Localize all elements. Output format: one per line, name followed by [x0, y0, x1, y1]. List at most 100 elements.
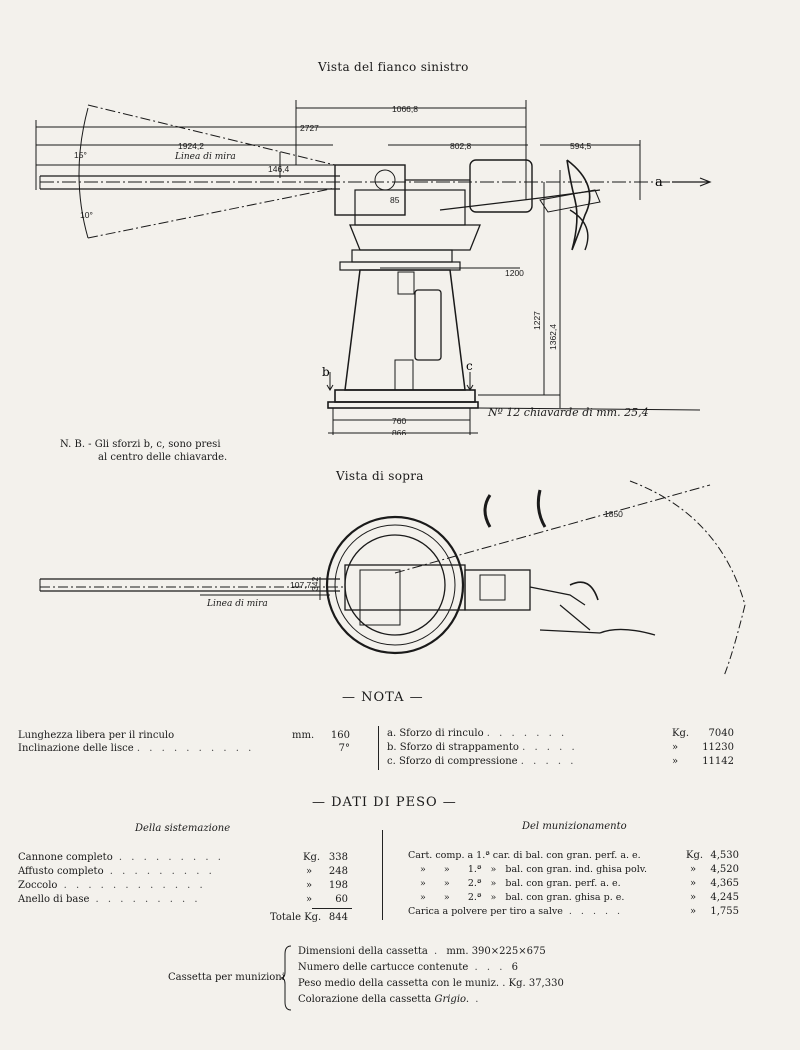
angle-15: 15°	[74, 150, 87, 160]
peso-left-value: 198	[328, 880, 348, 891]
peso-left-row: Zoccolo . . . . . . . . . . . .	[18, 880, 206, 891]
cassetta-row: Colorazione della cassetta Grigio. .	[298, 994, 482, 1005]
cassetta-row-label: Numero delle cartucce contenute	[298, 962, 469, 973]
cassetta-row-label: Dimensioni della cassetta	[298, 946, 428, 957]
dim-342: 342	[310, 577, 320, 591]
nota-right-label: c. Sforzo di compressione	[387, 756, 518, 767]
peso-left-label: Cannone completo	[18, 852, 113, 863]
nota-right-row-1: a. Sforzo di rinculo . . . . . . .	[387, 728, 568, 739]
peso-left-unit: Kg.	[303, 852, 321, 863]
nb-note: N. B. - Gli sforzi b, c, sono presi al c…	[60, 438, 227, 464]
peso-left-row: Cannone completo . . . . . . . . .	[18, 852, 224, 863]
total-value: 844	[328, 912, 348, 923]
nb-note-line1: N. B. - Gli sforzi b, c, sono presi	[60, 439, 221, 450]
force-a-label: a	[655, 175, 663, 190]
nota-right-value: 11142	[702, 756, 734, 767]
dim-1924: 1924,2	[178, 141, 204, 151]
peso-right-title: Del munizionamento	[522, 821, 627, 832]
peso-left-unit: »	[306, 880, 313, 891]
peso-left-value: 248	[328, 866, 348, 877]
peso-title: — DATI DI PESO —	[312, 795, 457, 810]
nota-left-unit: mm.	[292, 730, 315, 741]
cassetta-row: Numero delle cartucce contenute . . . 6	[298, 962, 518, 973]
cassetta-row-label: Colorazione della cassetta	[298, 994, 432, 1005]
dim-146: 146,4	[268, 164, 290, 174]
peso-right-value: 4,365	[710, 878, 739, 889]
peso-left-unit: »	[306, 894, 313, 905]
peso-left-unit: »	[306, 866, 313, 877]
peso-right-unit: »	[690, 892, 697, 903]
top-view-drawing: 1850 107,7 342 Linea di mira	[39, 480, 746, 675]
peso-right-unit: »	[690, 864, 697, 875]
top-sight-line-label: Linea di mira	[206, 599, 268, 609]
peso-right-value: 4,530	[710, 850, 739, 861]
cassetta-row-value: 6	[511, 962, 518, 973]
nota-left-label: Lunghezza libera per il rinculo	[18, 730, 175, 741]
side-view-title: Vista del fianco sinistro	[318, 60, 469, 74]
nota-right-unit: Kg.	[672, 728, 690, 739]
dim-802: 802,8	[450, 141, 472, 151]
nota-left-value: 160	[330, 730, 350, 741]
nota-right-value: 7040	[708, 728, 734, 739]
cassetta-row-value: Grigio.	[434, 994, 470, 1005]
peso-right-value: 4,520	[710, 864, 739, 875]
peso-right-unit: »	[690, 906, 697, 917]
peso-left-value: 60	[335, 894, 348, 905]
top-view-title: Vista di sopra	[336, 469, 424, 483]
peso-right-label: Cart. comp. a 1.ª car. di bal. con gran.…	[408, 850, 641, 861]
peso-right-label: » » 1.ª » bal. con gran. ind. ghisa polv…	[420, 864, 647, 875]
dim-866: 866	[392, 428, 406, 435]
dim-2727: 2727	[300, 123, 319, 133]
nota-left-row-2: Inclinazione delle lisce . . . . . . . .…	[18, 743, 255, 754]
nota-right-value: 11230	[702, 742, 734, 753]
peso-left-label: Zoccolo	[18, 880, 58, 891]
force-c-label: c	[466, 359, 473, 373]
peso-right-value: 4,245	[710, 892, 739, 903]
peso-left-row: Affusto completo . . . . . . . . .	[18, 866, 215, 877]
cassetta-row-value: . Kg. 37,330	[502, 978, 564, 989]
dim-1227: 1227	[532, 311, 542, 330]
dim-594: 594,5	[570, 141, 592, 151]
cassetta-row: Peso medio della cassetta con le muniz. …	[298, 978, 564, 989]
cassetta-row: Dimensioni della cassetta . mm. 390×225×…	[298, 946, 546, 957]
total-label: Totale Kg.	[270, 912, 322, 923]
nota-right-row-3: c. Sforzo di compressione . . . . .	[387, 756, 577, 767]
cassetta-brace	[281, 945, 292, 1011]
cassetta-row-value: mm. 390×225×675	[446, 946, 546, 957]
peso-left-title: Della sistemazione	[135, 823, 231, 834]
dim-85: 85	[390, 195, 400, 205]
side-view-drawing: 1066,8 2727 1924,2 802,8 594,5 146,4 15°…	[35, 100, 712, 435]
peso-divider	[382, 830, 383, 920]
nota-left-label: Inclinazione delle lisce	[18, 743, 134, 754]
cassetta-row-label: Peso medio della cassetta con le muniz.	[298, 978, 500, 989]
dim-760: 760	[392, 416, 406, 426]
nb-note-line2: al centro delle chiavarde.	[98, 452, 228, 463]
peso-right-label: Carica a polvere per tiro a salve	[408, 906, 563, 917]
dim-1850: 1850	[604, 509, 623, 519]
force-b-label: b	[322, 365, 330, 379]
peso-right-unit: Kg.	[686, 850, 704, 861]
nota-right-label: b. Sforzo di strappamento	[387, 742, 519, 753]
nota-left-row-1: Lunghezza libera per il rinculo	[18, 730, 174, 741]
peso-right-unit: »	[690, 878, 697, 889]
dim-107: 107,7	[290, 580, 312, 590]
peso-right-label: » » 2.ª » bal. con gran. ghisa p. e.	[420, 892, 625, 903]
peso-left-label: Affusto completo	[18, 866, 104, 877]
peso-right-row-salve: Carica a polvere per tiro a salve . . . …	[408, 906, 624, 917]
nota-right-label: a. Sforzo di rinculo	[387, 728, 484, 739]
angle-10: 10°	[80, 210, 93, 220]
peso-right-label: » » 2.ª » bal. con gran. perf. a. e.	[420, 878, 621, 889]
nota-title: — NOTA —	[342, 690, 424, 705]
peso-left-value: 338	[328, 852, 348, 863]
nota-right-row-2: b. Sforzo di strappamento . . . . .	[387, 742, 578, 753]
peso-left-row: Anello di base . . . . . . . . .	[18, 894, 201, 905]
dim-1362: 1362,4	[548, 324, 558, 350]
cassetta-label: Cassetta per munizioni	[168, 972, 285, 983]
bolts-label: Nº 12 chiavarde di mm. 25,4	[487, 406, 649, 419]
sight-line-label: Linea di mira	[174, 152, 236, 162]
dim-1066: 1066,8	[392, 104, 418, 114]
total-rule	[312, 908, 352, 909]
peso-left-label: Anello di base	[18, 894, 90, 905]
peso-right-value: 1,755	[710, 906, 739, 917]
nota-divider	[378, 726, 379, 770]
